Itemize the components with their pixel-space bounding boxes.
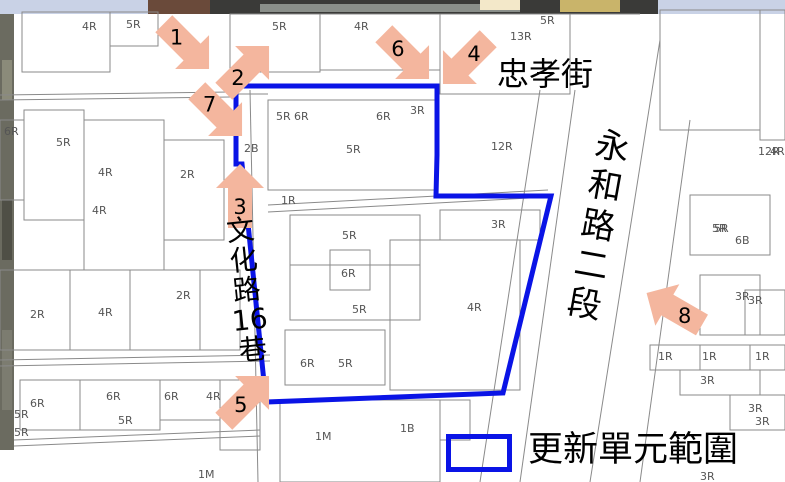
lot-label: 4R (354, 20, 369, 33)
arrow-1: 1 (155, 15, 210, 70)
lot-label: 3R (735, 290, 750, 303)
lot-label: 12R (491, 140, 513, 153)
lot-label: 5R (276, 110, 291, 123)
lot-label: 5R (14, 408, 29, 421)
arrow-7: 7 (188, 82, 243, 137)
arrow-number: 4 (467, 42, 480, 66)
left-photo-strip (0, 14, 14, 450)
arrow-number: 1 (170, 26, 183, 50)
lot-label: 1B (400, 422, 415, 435)
lot-label: 5R (56, 136, 71, 149)
lot-label: 1R (281, 194, 296, 207)
lot-label: 2R (30, 308, 45, 321)
lot-label: 4R (206, 390, 221, 403)
street-east-char: 段 (564, 282, 605, 328)
lot-label: 1R (658, 350, 673, 363)
lot-label: 3R (410, 104, 425, 117)
arrow-3: 3 (216, 164, 264, 228)
lot-label: 2R (176, 289, 191, 302)
arrow-6: 6 (375, 25, 430, 80)
lot-label: 6R (164, 390, 179, 403)
lot-label: 4R (98, 166, 113, 179)
arrow-2: 2 (215, 45, 270, 100)
legend-swatch (446, 434, 512, 472)
lane-char: 巷 (237, 331, 269, 368)
lot-label: 5R (272, 20, 287, 33)
lot-label: 1M (198, 468, 215, 481)
lot-label: 3R (491, 218, 506, 231)
arrow-4: 4 (442, 30, 497, 85)
arrow-5: 5 (215, 375, 270, 430)
lot-label: 3R (700, 470, 715, 482)
lot-label: 1R (755, 350, 770, 363)
lot-label: 5R (540, 14, 555, 27)
lot-label: 5R (352, 303, 367, 316)
lot-label: 4R (98, 306, 113, 319)
lot-label: 3R (700, 374, 715, 387)
arrow-number: 3 (233, 195, 246, 219)
lot-label: 5R (126, 18, 141, 31)
lot-label: 5R (14, 426, 29, 439)
base-map-parcels (0, 9, 785, 482)
lot-label: 5R (338, 357, 353, 370)
arrow-number: 8 (678, 304, 691, 328)
lot-labels: 4R 5R 5R 4R 12R 13R 5R 6R 5R 6R 3R 6R 5R… (4, 14, 785, 482)
lot-label: 13R (510, 30, 532, 43)
photo-arrows: 1 2 3 4 5 6 7 8 (155, 15, 708, 430)
lot-label: 6R (294, 110, 309, 123)
street-east-char: 路 (578, 203, 619, 249)
lot-label: 3R (755, 415, 770, 428)
lot-label: 2B (244, 142, 259, 155)
lot-label: 3R (748, 294, 763, 307)
street-east-char: 和 (585, 163, 626, 210)
lot-label: 6R (376, 110, 391, 123)
lot-label: 4R (770, 145, 785, 158)
street-label-north: 忠孝街 (497, 55, 594, 93)
lot-label: 3R (748, 402, 763, 415)
arrow-number: 2 (231, 66, 244, 90)
lot-label: 2R (180, 168, 195, 181)
lot-label: 6R (4, 125, 19, 138)
lot-label: 4R (467, 301, 482, 314)
street-east-char: 永 (592, 124, 633, 170)
lot-label: 6R (300, 357, 315, 370)
renewal-unit-boundary (233, 83, 555, 405)
arrow-number: 6 (391, 37, 404, 61)
lot-label: 5R (714, 222, 729, 235)
lot-label: 4R (82, 20, 97, 33)
lot-label: 6B (735, 234, 750, 247)
lot-label: 1M (315, 430, 332, 443)
arrow-number: 7 (203, 93, 216, 117)
legend-label: 更新單元範圍 (528, 430, 739, 470)
arrow-number: 5 (234, 393, 247, 417)
lot-label: 5R (342, 229, 357, 242)
lot-label: 6R (30, 397, 45, 410)
lot-label: 5R (712, 222, 727, 235)
lot-label: 6R (106, 390, 121, 403)
street-east-char: 二 (571, 242, 612, 288)
lot-label: 12R (758, 145, 780, 158)
lot-label: 6R (341, 267, 356, 280)
lot-label: 1R (702, 350, 717, 363)
lot-label: 4R (92, 204, 107, 217)
lot-label: 5R (346, 143, 361, 156)
lot-label: 5R (118, 414, 133, 427)
arrow-8: 8 (646, 284, 708, 336)
